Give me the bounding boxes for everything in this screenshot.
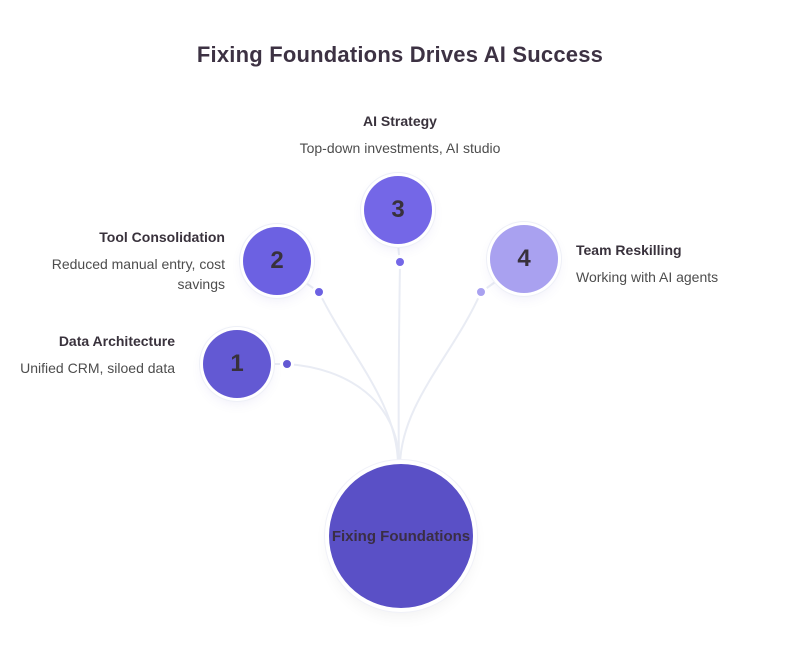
node-label-team-reskilling: Team Reskilling Working with AI agents	[576, 243, 776, 287]
node-description-2: Reduced manual entry, cost savings	[51, 256, 225, 292]
node-number-1: 1	[230, 350, 244, 377]
connector-dot-3	[393, 255, 407, 269]
curve-node-4	[399, 291, 482, 465]
curve-node-1	[286, 363, 400, 465]
node-label-data-architecture: Data Architecture Unified CRM, siloed da…	[15, 334, 175, 378]
node-description-3: Top-down investments, AI studio	[299, 140, 501, 156]
node-heading-1: Data Architecture	[58, 333, 175, 349]
node-description-4: Working with AI agents	[576, 269, 719, 285]
node-circle-2: 2	[243, 227, 311, 295]
node-number-4: 4	[517, 245, 531, 272]
center-node-fixing-foundations: Fixing Foundations	[329, 464, 473, 608]
node-number-3: 3	[391, 196, 405, 223]
node-heading-2: Tool Consolidation	[99, 229, 225, 245]
node-heading-4: Team Reskilling	[576, 242, 682, 258]
connector-dot-2	[312, 285, 326, 299]
stem-node-3	[397, 242, 400, 256]
node-circle-3: 3	[364, 176, 432, 244]
page-title: Fixing Foundations Drives AI Success	[196, 42, 604, 67]
node-heading-3: AI Strategy	[363, 113, 437, 129]
curve-node-3	[397, 262, 401, 465]
node-circle-4: 4	[490, 225, 558, 293]
node-number-2: 2	[270, 247, 284, 274]
node-label-tool-consolidation: Tool Consolidation Reduced manual entry,…	[45, 230, 225, 294]
node-label-ai-strategy: AI Strategy Top-down investments, AI stu…	[230, 114, 570, 158]
node-circle-1: 1	[203, 330, 271, 398]
node-description-1: Unified CRM, siloed data	[20, 360, 175, 376]
connector-dot-1	[280, 357, 294, 371]
center-node-label: Fixing Foundations	[331, 527, 471, 545]
connector-dot-4	[474, 285, 488, 299]
curve-node-2	[318, 291, 399, 465]
